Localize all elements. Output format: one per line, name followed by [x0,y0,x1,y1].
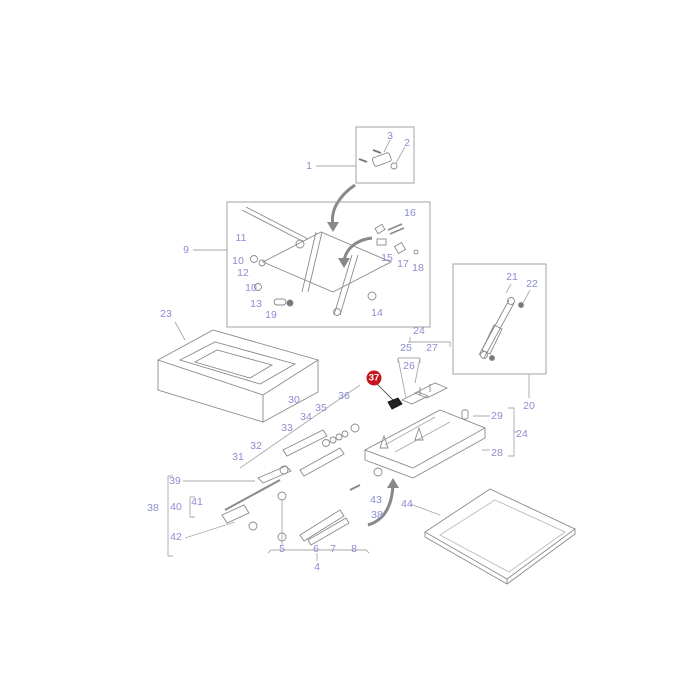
callout-36: 36 [338,390,350,402]
callout-9: 9 [183,244,189,256]
callout-24a: 24 [413,325,425,337]
callout-20: 20 [523,400,535,412]
callout-24b: 24 [516,428,528,440]
part-37-glyph [376,383,403,410]
callout-22: 22 [526,278,538,290]
callout-17: 17 [397,258,409,270]
callout-5: 5 [279,543,285,555]
callout-4: 4 [314,561,320,573]
callout-6: 6 [313,543,319,555]
callout-16: 16 [404,207,416,219]
detail-box-1 [316,126,415,184]
callout-40: 40 [170,501,182,513]
callout-42: 42 [170,531,182,543]
callout-15: 15 [381,252,393,264]
callout-28: 28 [491,447,503,459]
callout-25: 25 [400,342,412,354]
detail-box-20 [452,263,547,398]
callout-10a: 10 [232,255,244,267]
callout-14: 14 [371,307,383,319]
callout-43: 43 [370,494,382,506]
lever-4 [267,484,370,561]
callout-29: 29 [491,410,503,422]
callout-21: 21 [506,271,518,283]
callout-33: 33 [281,422,293,434]
callout-18: 18 [412,262,424,274]
callout-23: 23 [160,308,172,320]
callout-7: 7 [330,543,336,555]
callout-11: 11 [235,232,247,244]
callout-34: 34 [300,411,312,423]
base-plate-44 [409,488,576,585]
callout-19: 19 [265,309,277,321]
callout-27: 27 [426,342,438,354]
callout-13: 13 [250,298,262,310]
callout-39: 39 [169,475,181,487]
callout-38a: 38 [147,502,159,514]
springs-group [167,384,361,557]
callout-32: 32 [250,440,262,452]
bellows-23 [156,321,320,423]
callout-26: 26 [403,360,415,372]
callout-41: 41 [191,496,203,508]
callout-1: 1 [306,160,312,172]
callout-30: 30 [288,394,300,406]
callout-8: 8 [351,543,357,555]
detail-box-9 [193,201,431,328]
callout-2: 2 [404,137,410,149]
callout-38b: 38 [371,509,383,521]
callout-12: 12 [237,267,249,279]
callout-31: 31 [232,451,244,463]
callout-3: 3 [387,130,393,142]
callout-35: 35 [315,402,327,414]
top-plate-24 [363,337,518,479]
callout-44: 44 [401,498,413,510]
callout-37-highlight-badge[interactable]: 37 [366,370,382,386]
callout-10b: 10 [245,282,257,294]
